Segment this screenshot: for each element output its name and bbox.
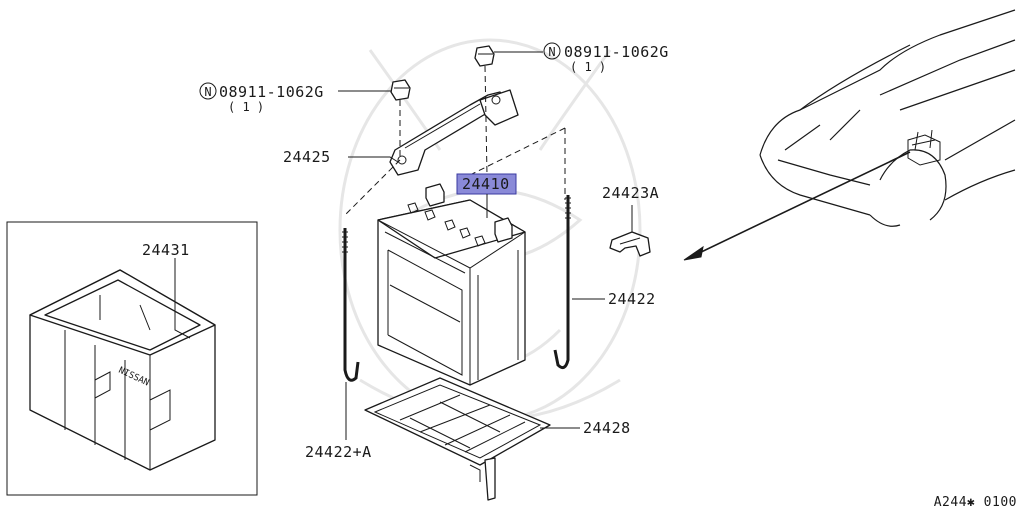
diagram-code: A244✱ 0100	[934, 495, 1017, 510]
callout-24428: 24428	[583, 419, 631, 437]
callout-24422: 24422	[608, 290, 656, 308]
nut-left	[390, 79, 411, 101]
callout-24425: 24425	[283, 148, 331, 166]
hook-rod-24422	[553, 195, 571, 370]
leader-24425	[348, 156, 399, 163]
car-outline-illustration	[759, 9, 1016, 227]
callout-24410: 24410	[462, 175, 510, 193]
callout-24422A: 24422+A	[305, 443, 372, 461]
nut-qty-right: ( 1 )	[570, 60, 606, 74]
assembly-dashed-lines	[344, 65, 566, 216]
callout-24431: 24431	[142, 241, 190, 259]
nut-part-left: 08911-1062G	[219, 83, 324, 101]
battery-24410	[377, 183, 526, 386]
n-badge-left	[199, 82, 217, 100]
hook-rod-24422A	[342, 228, 360, 382]
callout-24423A: 24423A	[602, 184, 659, 202]
location-arrow	[683, 151, 911, 261]
clip-24423A	[609, 231, 651, 257]
n-badge-right	[543, 42, 561, 60]
nut-right	[474, 45, 495, 67]
battery-cover-inset-frame	[6, 221, 258, 496]
battery-tray-24428	[364, 377, 551, 501]
nut-part-right: 08911-1062G	[564, 43, 669, 61]
n-badge-left-text: N	[204, 85, 211, 99]
n-badge-right-text: N	[548, 45, 555, 59]
battery-cover-24431: NISSAN	[29, 258, 216, 471]
nut-qty-left: ( 1 )	[228, 100, 264, 114]
hold-down-bracket-24425	[389, 89, 519, 176]
